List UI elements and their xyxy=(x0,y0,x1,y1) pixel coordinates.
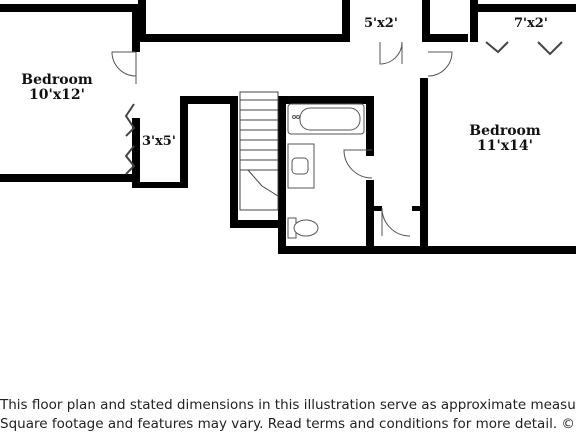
wall-closet-3x5-right xyxy=(180,96,188,188)
disclaimer-line-2: Square footage and features may vary. Re… xyxy=(0,416,576,432)
wall-closet-mid-right xyxy=(422,0,430,42)
room-bedroom-left: Bedroom 10'x12' xyxy=(12,73,102,102)
bathtub-inner xyxy=(299,107,361,131)
wall-top-stub xyxy=(138,0,146,40)
door-left-bedroom xyxy=(111,51,137,77)
sink xyxy=(291,157,309,175)
door-right-bedroom xyxy=(427,51,453,77)
door-bath xyxy=(343,149,373,179)
bifold-3x5-upper xyxy=(124,103,136,137)
door-small-closet xyxy=(381,207,411,237)
bifold-7x2-left xyxy=(485,41,509,54)
room-name: Bedroom xyxy=(469,123,541,139)
wall-stair-bottom xyxy=(230,220,282,228)
wall-bath-top xyxy=(284,96,372,104)
wall-closet-mid-left xyxy=(342,0,350,42)
wall-bath-right xyxy=(366,96,374,156)
walls xyxy=(0,0,576,254)
wall-closet-right-top xyxy=(470,4,576,12)
stair-outline xyxy=(239,91,279,211)
room-bedroom-right: Bedroom 11'x14' xyxy=(460,124,550,153)
bath-fixtures xyxy=(287,103,365,239)
closet-5x2-label: 5'x2' xyxy=(364,16,398,31)
toilet-bowl xyxy=(293,219,319,237)
closet-7x2-label: 7'x2' xyxy=(514,16,548,31)
wall-small-closet-right xyxy=(420,78,428,250)
wall-stair-left xyxy=(230,96,238,226)
disclaimer: This floor plan and stated dimensions in… xyxy=(0,396,576,434)
wall-top-center xyxy=(138,34,348,42)
door-closet-mid xyxy=(379,41,403,65)
wall-closet-3x5-top xyxy=(180,96,234,104)
wall-top-left xyxy=(0,4,138,12)
bifold-3x5-lower xyxy=(124,145,136,175)
wall-left-bedroom-right-bottom xyxy=(132,118,140,182)
disclaimer-line-1: This floor plan and stated dimensions in… xyxy=(0,397,576,413)
wall-bath-right-lower xyxy=(366,180,374,250)
wall-top-right-a xyxy=(428,34,468,42)
stairs xyxy=(239,91,279,211)
doors xyxy=(111,41,563,237)
wall-stair-right xyxy=(278,96,286,254)
room-name: Bedroom xyxy=(21,72,93,88)
wall-closet-right-left xyxy=(470,0,478,42)
closet-3x5-label: 3'x5' xyxy=(142,134,176,149)
wall-small-closet-top-b xyxy=(412,206,426,211)
room-dimension: 11'x14' xyxy=(477,137,533,154)
room-dimension: 10'x12' xyxy=(29,86,85,103)
wall-hall-lower xyxy=(132,182,188,188)
bifold-7x2-right xyxy=(537,41,563,56)
wall-small-closet-top-a xyxy=(366,206,382,211)
wall-left-bedroom-bottom xyxy=(0,174,138,182)
wall-left-bedroom-right-top xyxy=(132,4,140,52)
